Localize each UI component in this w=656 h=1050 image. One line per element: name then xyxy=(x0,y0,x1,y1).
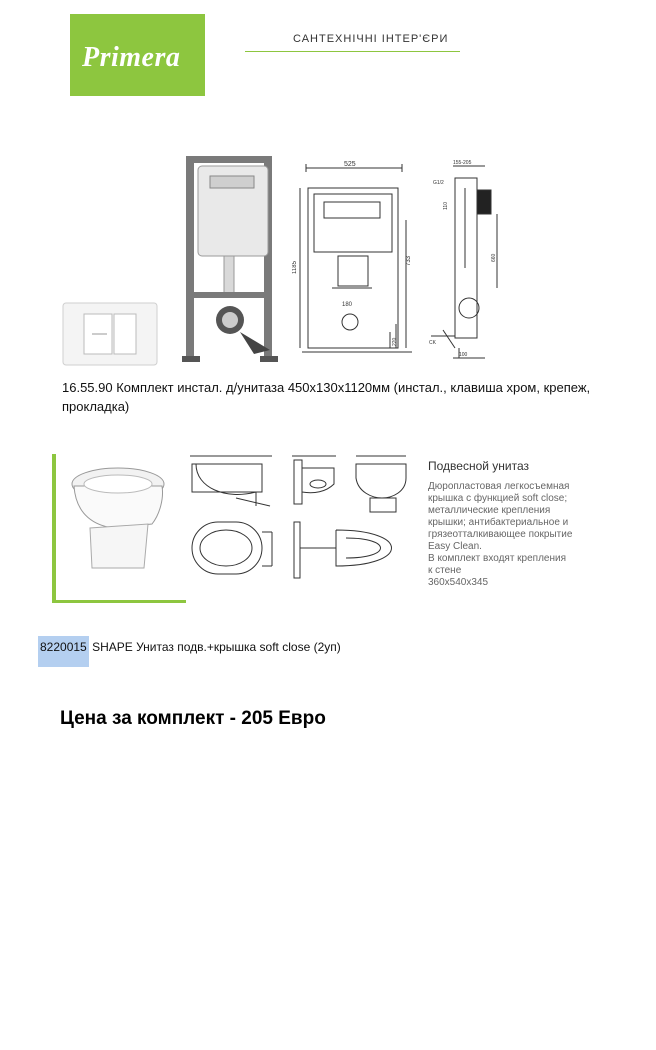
product2-code: 8220015 xyxy=(38,636,89,667)
toilet-photo: 8220015 xyxy=(52,454,186,1050)
description-line: Дюропластовая легкосъемная xyxy=(428,481,570,492)
dim-thread: G1/2 xyxy=(433,180,444,186)
dim-upper: 733 xyxy=(406,255,412,266)
description-line: крышка с функцией soft close; xyxy=(428,493,568,504)
toilet-technical-drawings xyxy=(190,455,407,579)
dim-ck: CK xyxy=(429,340,437,346)
product2-title: 8220015 SHAPE Унитаз подв.+крышка soft c… xyxy=(38,636,341,667)
product2-subtitle: Подвесной унитаз xyxy=(428,459,530,473)
tagline-underline xyxy=(245,51,460,52)
dim-outlet-height: 660 xyxy=(491,253,497,262)
flush-plate-image xyxy=(62,302,158,366)
dim-lower: 220 xyxy=(392,337,398,346)
product2-name: SHAPE Унитаз подв.+крышка soft close (2у… xyxy=(92,640,341,654)
brand-tagline: САНТЕХНІЧНІ ІНТЕР'ЄРИ xyxy=(293,33,449,45)
description-line: грязеотталкивающее покрытие xyxy=(428,529,573,540)
front-technical-drawing: 525 1185 733 180 220 xyxy=(292,161,412,353)
description-line: Easy Clean. xyxy=(428,541,482,552)
product1-title: 16.55.90 Комплект инстал. д/унитаза 450х… xyxy=(62,380,591,414)
brand-logo: Primera xyxy=(70,14,205,96)
toilet-image xyxy=(71,467,165,569)
description-line: металлические крепления xyxy=(428,505,551,516)
dim-height: 1185 xyxy=(292,260,298,274)
dim-spacing: 180 xyxy=(342,302,353,308)
dim-base: 100 xyxy=(459,352,468,358)
description-line: крышки; антибактериальное и xyxy=(428,517,569,528)
installation-frame-image xyxy=(182,156,278,362)
dim-inlet: 110 xyxy=(443,202,449,210)
description-line: к стене xyxy=(428,565,462,576)
product2-code-label: 8220015 xyxy=(122,1038,172,1050)
description-line: В комплект входят крепления xyxy=(428,553,567,564)
brand-logo-text: Primera xyxy=(82,42,181,73)
set-price: Цена за комплект - 205 Евро xyxy=(60,708,326,729)
dim-depth: 155-205 xyxy=(453,160,472,166)
description-line: 360x540x345 xyxy=(428,577,489,588)
product2-description: Дюропластовая легкосъемная крышка с функ… xyxy=(428,481,598,589)
dim-width: 525 xyxy=(344,161,356,168)
side-technical-drawing: 155-205 G1/2 110 660 CK 100 xyxy=(429,160,498,359)
